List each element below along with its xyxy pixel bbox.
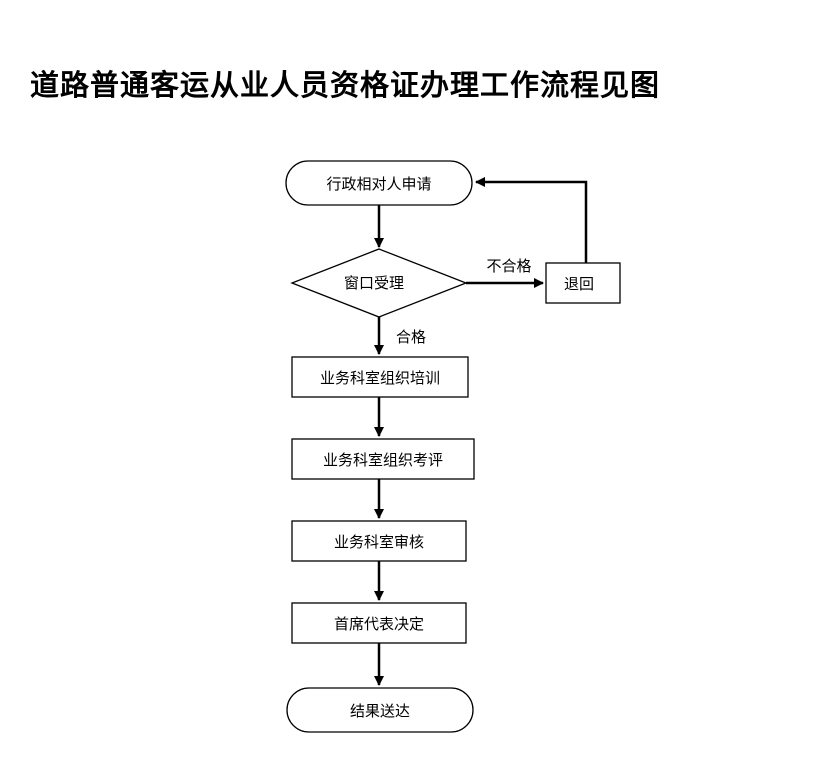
step-review: 业务科室审核 [291,520,467,562]
decision-node-label: 窗口受理 [344,274,404,292]
pass-label: 合格 [396,328,426,346]
fail-label: 不合格 [486,257,531,275]
step-training-label: 业务科室组织培训 [320,369,440,387]
start-node: 行政相对人申请 [285,160,473,206]
step-exam-label: 业务科室组织考评 [323,451,443,469]
step-chief-decision: 首席代表决定 [291,602,467,644]
reject-box-label: 退回 [564,275,594,293]
start-node-label: 行政相对人申请 [326,175,431,193]
reject-box: 退回 [545,262,621,304]
arrow-reject-to-start [475,177,588,263]
step-exam: 业务科室组织考评 [291,438,475,480]
page-title: 道路普通客运从业人员资格证办理工作流程见图 [30,68,661,102]
end-node: 结果送达 [286,687,474,733]
step-chief-decision-label: 首席代表决定 [334,615,424,633]
step-training: 业务科室组织培训 [291,356,469,398]
step-review-label: 业务科室审核 [334,533,424,551]
decision-node: 窗口受理 [290,248,468,318]
end-node-label: 结果送达 [350,702,410,720]
